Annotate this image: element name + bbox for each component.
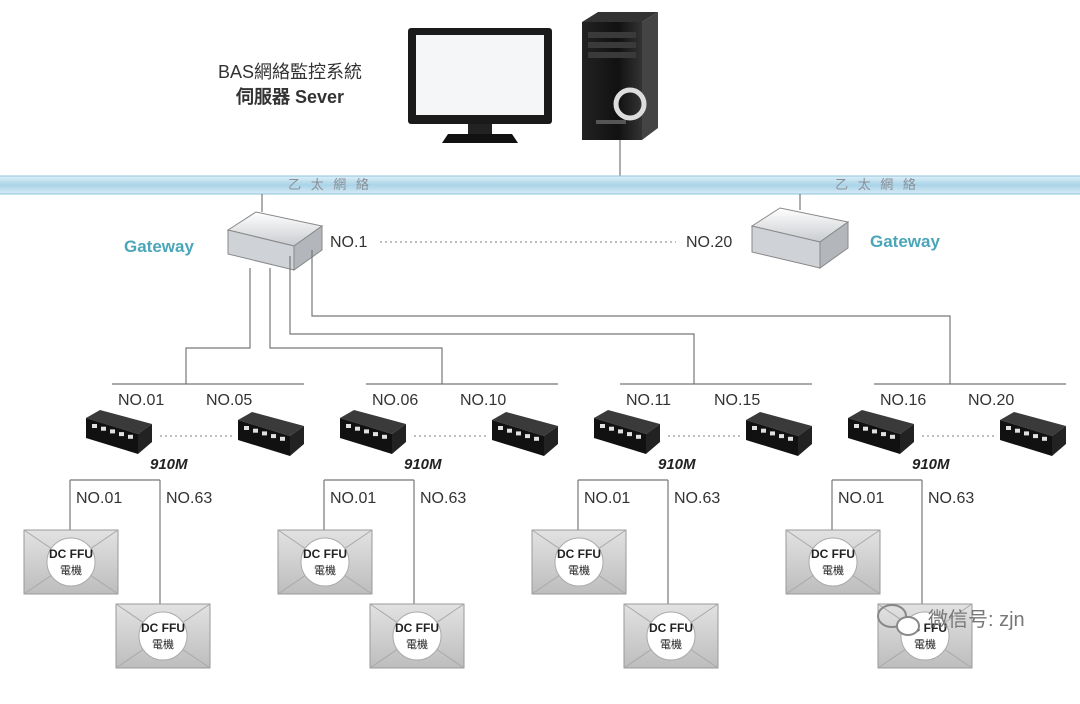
module-first-no: NO.06: [372, 392, 418, 409]
ffu-unit: DC FFU 電機: [785, 529, 881, 595]
ethernet-label-right: 乙 太 網 絡: [835, 177, 919, 192]
controller-module-icon: [594, 410, 660, 454]
ffu-motor-label: 電機: [152, 637, 174, 651]
module-first-no: NO.16: [880, 392, 926, 409]
module-last-no: NO.05: [206, 392, 252, 409]
controller-module-icon: [238, 412, 304, 456]
ffu-motor-label: 電機: [914, 637, 936, 651]
ffu-label: DC FFU: [49, 547, 93, 561]
watermark-text: 微信号: zjn: [928, 608, 1025, 631]
module-model: 910M: [912, 456, 950, 473]
server-tower-icon: [582, 12, 658, 140]
svg-text:伺服器 Sever: 伺服器 Sever: [235, 86, 344, 107]
ffu-first-no: NO.01: [584, 490, 630, 507]
svg-text:BAS網絡監控系統: BAS網絡監控系統: [218, 62, 362, 82]
module-last-no: NO.10: [460, 392, 506, 409]
ffu-last-no: NO.63: [420, 490, 466, 507]
module-model: 910M: [658, 456, 696, 473]
ffu-label: DC FFU: [141, 621, 185, 635]
module-first-no: NO.01: [118, 392, 164, 409]
ffu-label: DC FFU: [811, 547, 855, 561]
controller-module-icon: [86, 410, 152, 454]
controller-module-icon: [746, 412, 812, 456]
ffu-motor-label: 電機: [314, 563, 336, 577]
module-group: NO.11 NO.15 910M NO.01 NO.63 DC FFU 電機 DC FFU 電機: [531, 383, 812, 669]
ffu-label: DC FFU: [557, 547, 601, 561]
ffu-unit: DC FFU 電機: [623, 603, 719, 669]
module-group: NO.06 NO.10 910M NO.01 NO.63 DC FFU 電機 DC FFU 電機: [277, 383, 558, 669]
watermark: 微信号: zjn: [877, 604, 1025, 636]
ffu-unit: DC FFU 電機: [277, 529, 373, 595]
server-label: BAS網絡監控系統 伺服器 Sever: [218, 62, 362, 107]
ffu-motor-label: 電機: [406, 637, 428, 651]
module-model: 910M: [150, 456, 188, 473]
module-last-no: NO.15: [714, 392, 760, 409]
ffu-motor-label: 電機: [568, 563, 590, 577]
ffu-first-no: NO.01: [76, 490, 122, 507]
ffu-unit: DC FFU 電機: [115, 603, 211, 669]
ffu-last-no: NO.63: [166, 490, 212, 507]
gateway-wires: [185, 250, 951, 384]
module-last-no: NO.20: [968, 392, 1014, 409]
ffu-unit: DC FFU 電機: [369, 603, 465, 669]
ffu-last-no: NO.63: [674, 490, 720, 507]
wechat-logo-icon: [877, 604, 920, 636]
ffu-first-no: NO.01: [838, 490, 884, 507]
ffu-label: DC FFU: [303, 547, 347, 561]
controller-module-icon: [340, 410, 406, 454]
module-model: 910M: [404, 456, 442, 473]
ffu-first-no: NO.01: [330, 490, 376, 507]
ffu-motor-label: 電機: [60, 563, 82, 577]
ethernet-label-left: 乙 太 網 絡: [288, 177, 372, 192]
ffu-motor-label: 電機: [660, 637, 682, 651]
monitor-icon: [408, 28, 552, 143]
controller-module-icon: [492, 412, 558, 456]
gateway-1-label: Gateway: [124, 237, 194, 256]
controller-module-icon: [1000, 412, 1066, 456]
gateway-1-no: NO.1: [330, 234, 367, 251]
gateway-20: NO.20 Gateway: [686, 194, 940, 269]
gateway-1: Gateway NO.1: [124, 194, 367, 271]
ffu-label: DC FFU: [649, 621, 693, 635]
ffu-label: DC FFU: [395, 621, 439, 635]
ffu-last-no: NO.63: [928, 490, 974, 507]
gateway-20-no: NO.20: [686, 234, 732, 251]
ethernet-bus: 乙 太 網 絡 乙 太 網 絡: [0, 175, 1080, 195]
ffu-unit: DC FFU 電機: [531, 529, 627, 595]
controller-module-icon: [848, 410, 914, 454]
ffu-unit: DC FFU 電機: [23, 529, 119, 595]
gateway-20-label: Gateway: [870, 232, 940, 251]
module-first-no: NO.11: [626, 392, 671, 409]
ffu-motor-label: 電機: [822, 563, 844, 577]
